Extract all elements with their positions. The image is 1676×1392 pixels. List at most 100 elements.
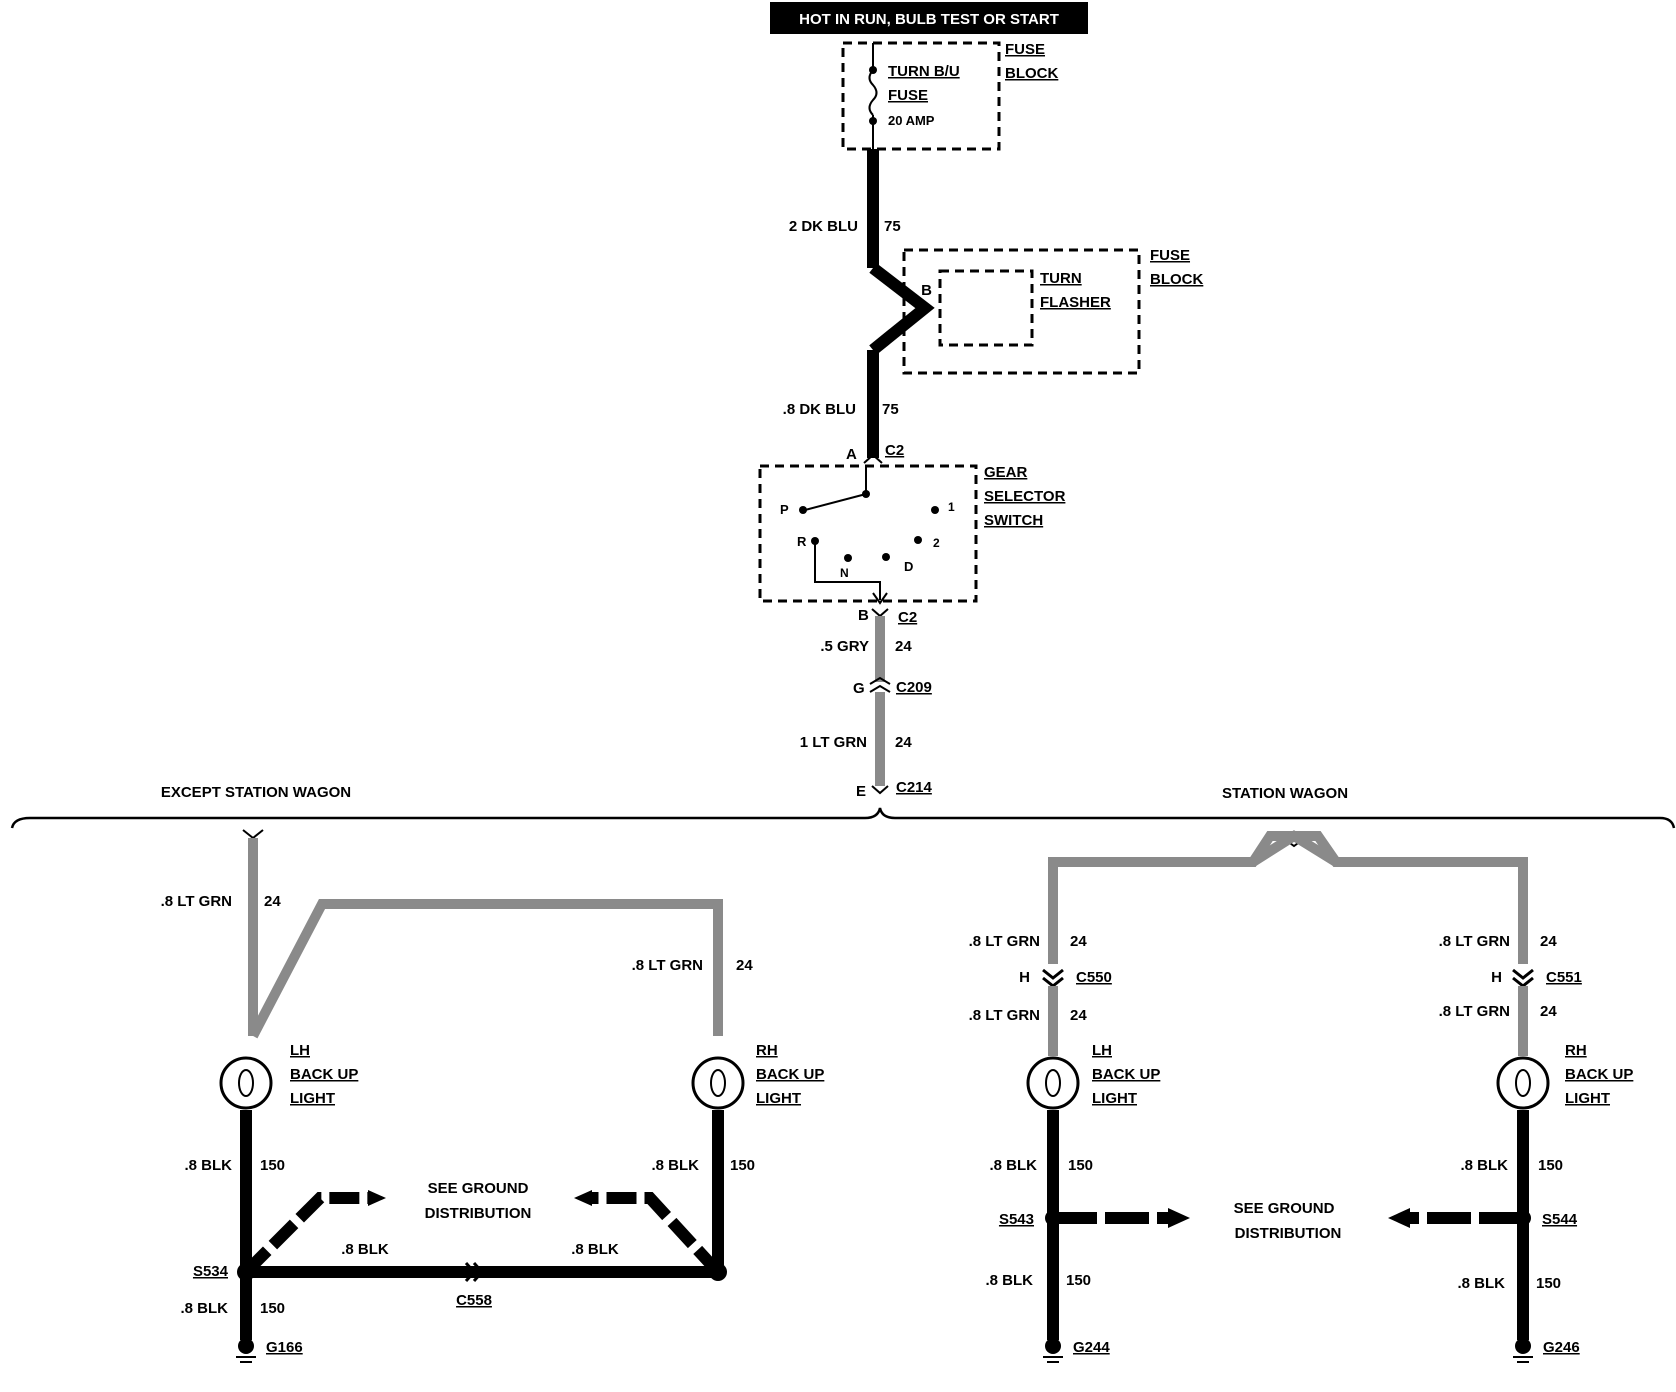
gear-selector-label-3: SWITCH [984,512,1043,529]
c214-pin: E [856,783,866,800]
left-ground-wire-circuit: 150 [260,1300,285,1317]
gear-selector-label-1: GEAR [984,464,1028,481]
left-rh-light-label-2: BACK UP [756,1066,824,1083]
right-lh-light-label-2: BACK UP [1092,1066,1160,1083]
right-rh-blk2-label: .8 BLK [1457,1275,1505,1292]
left-splice-rh [709,1263,727,1281]
left-rh-wire-label: .8 LT GRN [632,957,703,974]
left-lh-wire-circuit: 24 [264,893,281,910]
switch-pos-r: R [797,534,807,549]
switch-pos-2: 2 [933,536,940,550]
right-rh-light-label-1: RH [1565,1042,1587,1059]
wire-2-dk-blu-circuit: 75 [884,218,901,235]
left-lh-blk-circuit: 150 [260,1157,285,1174]
left-ground-arrow-1 [368,1190,386,1206]
c2-bottom-id: C2 [898,609,917,626]
turn-flasher-label-2: FLASHER [1040,294,1111,311]
left-ground-arrow-2 [574,1190,592,1206]
switch-pos-n: N [840,566,849,580]
connector-c209-bottom [869,684,891,693]
right-lh-bulb-filament [1045,1069,1061,1097]
right-connector-c551 [1512,968,1534,988]
turn-bu-fuse-label-2: FUSE [888,87,928,104]
left-connector-c558 [464,1262,485,1282]
left-blk-b-label: .8 BLK [571,1241,619,1258]
right-rh-ground-arrow [1388,1208,1410,1228]
left-rh-light-label-3: LIGHT [756,1090,801,1107]
right-rh-blk1-label: .8 BLK [1460,1157,1508,1174]
left-feed-connector [242,829,264,840]
right-lh-bulb [1026,1056,1080,1110]
switch-pos-p: P [780,502,789,517]
c2-pin-a: A [846,446,857,463]
right-rh-wire1-circuit: 24 [1540,933,1557,950]
left-ground-lead-2 [590,1192,723,1277]
right-lh-ground-arrow [1168,1208,1190,1228]
section-except-station-wagon: EXCEPT STATION WAGON [161,784,351,801]
right-lh-wire2-circuit: 24 [1070,1007,1087,1024]
connector-c2-a [863,453,883,464]
wire-05-gry-circuit: 24 [895,638,912,655]
left-rh-bulb [691,1056,745,1110]
left-rh-blk-circuit: 150 [730,1157,755,1174]
left-lh-bulb-filament [238,1069,254,1097]
right-rh-wire1-label: .8 LT GRN [1439,933,1510,950]
left-ground-lead-1 [241,1192,370,1277]
wire-05-gry-label: .5 GRY [820,638,869,655]
left-ground-g166 [238,1338,254,1354]
right-rh-light-label-2: BACK UP [1565,1066,1633,1083]
left-lh-blk-label: .8 BLK [184,1157,232,1174]
fuse-block-top-label-2: BLOCK [1005,65,1058,82]
right-lh-blk2-label: .8 BLK [985,1272,1033,1289]
fuse-rating: 20 AMP [888,113,935,128]
switch-pos-d: D [904,559,913,574]
right-rh-wire2-circuit: 24 [1540,1003,1557,1020]
right-rh-wire2-label: .8 LT GRN [1439,1003,1510,1020]
gear-selector-label-2: SELECTOR [984,488,1066,505]
wire-2-dk-blu-label: 2 DK BLU [789,218,858,235]
section-station-wagon: STATION WAGON [1222,785,1348,802]
connector-c214 [871,785,889,795]
left-lh-wire-label: .8 LT GRN [161,893,232,910]
right-ground-g246 [1515,1338,1531,1354]
right-connector-c550 [1042,968,1064,988]
right-rh-blk1-circuit: 150 [1538,1157,1563,1174]
right-lh-blk2-circuit: 150 [1066,1272,1091,1289]
left-lh-light-label-2: BACK UP [290,1066,358,1083]
fuse-block-mid-label: FUSE [1150,247,1190,264]
wire-08-dk-blu-label: .8 DK BLU [783,401,856,418]
turn-flasher-label: TURN [1040,270,1082,287]
section-brace [10,807,1676,829]
right-rh-bulb-filament [1515,1069,1531,1097]
switch-pos-p-contact [799,506,807,514]
right-c550-pin: H [1019,969,1030,986]
fuse-block-top-label: FUSE [1005,41,1045,58]
c209-id: C209 [896,679,932,696]
left-splice-s534-label: S534 [193,1263,229,1280]
connector-c2-b [871,608,889,618]
switch-contact-arm [804,493,867,511]
left-ground-g166-label: G166 [266,1339,303,1356]
gear-selector-switch [758,464,978,603]
left-ground-note-1: SEE GROUND [428,1180,529,1197]
right-ground-g244-label: G244 [1073,1339,1110,1356]
c2-top-id: C2 [885,442,904,459]
left-lh-light-label-3: LIGHT [290,1090,335,1107]
right-rh-light-label-3: LIGHT [1565,1090,1610,1107]
fuse-element [868,69,878,116]
switch-pos-1-contact [931,506,939,514]
wire-flasher-loop [869,263,935,355]
right-lh-blk1-label: .8 BLK [989,1157,1037,1174]
right-rh-bulb [1496,1056,1550,1110]
switch-reverse-lead [814,541,881,600]
right-ground-g244 [1045,1338,1061,1354]
power-banner-text: HOT IN RUN, BULB TEST OR START [799,11,1059,28]
right-lh-light-label-1: LH [1092,1042,1112,1059]
right-lh-wire2-label: .8 LT GRN [969,1007,1040,1024]
right-c551-id: C551 [1546,969,1582,986]
right-feed-peak [1250,830,1339,867]
left-connector-c558-label: C558 [456,1292,492,1309]
right-ground-g246-label: G246 [1543,1339,1580,1356]
power-banner [770,2,1088,34]
c2-pin-b: B [858,607,869,624]
